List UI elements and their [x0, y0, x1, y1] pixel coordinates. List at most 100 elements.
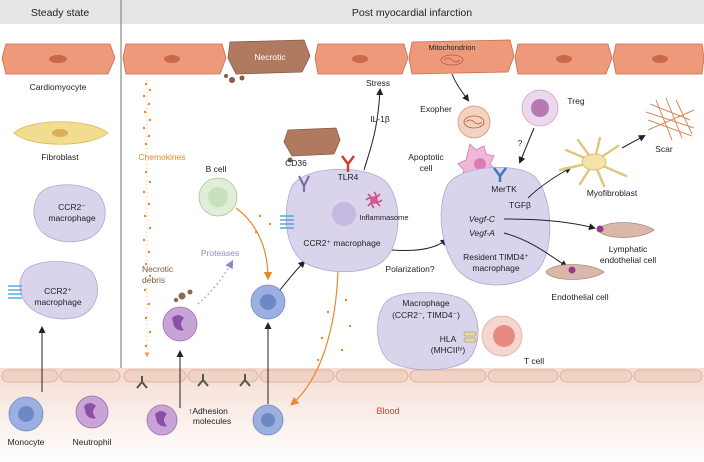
label-endothelial-cell: Endothelial cell — [551, 292, 608, 302]
header-post-mi: Post myocardial infarction — [352, 7, 472, 19]
label-ccr2pos-macrophage-center: CCR2⁺ macrophage — [303, 238, 381, 248]
steady-ccr2pos-macrophage — [8, 261, 98, 320]
label-macrophage-1: Macrophage — [402, 298, 450, 308]
resident-timd4-macrophage — [440, 166, 551, 286]
label-fibroblast: Fibroblast — [41, 152, 79, 162]
label-necrotic-debris-1: Necrotic — [142, 264, 174, 274]
steady-neutrophil — [75, 395, 109, 429]
label-vegfc: Vegf-C — [469, 214, 496, 224]
inflammasome-icon — [365, 191, 383, 209]
label-vegfa: Vegf-A — [469, 228, 495, 238]
label-resident-macrophage-2: macrophage — [472, 263, 520, 273]
mi-cardiomyocyte-5 — [514, 43, 613, 75]
mi-monocyte-tissue — [250, 284, 286, 320]
arrow-vegfc — [503, 218, 596, 231]
blood-region — [0, 368, 704, 462]
label-b-cell: B cell — [206, 164, 227, 174]
header-steady-state: Steady state — [31, 7, 90, 19]
arrow-monocyte-differentiation — [279, 260, 306, 291]
arrow-il1b-to-stress — [363, 88, 384, 171]
mi-cardiomyocyte-3 — [314, 43, 409, 75]
label-apoptotic-1: Apoptotic — [408, 152, 444, 162]
label-hla-1: HLA — [440, 334, 457, 344]
arrow-treg-to-macrophage — [518, 127, 535, 164]
adhesion-molecules — [136, 374, 251, 389]
label-il1b: IL-1β — [370, 114, 390, 124]
steady-monocyte — [8, 396, 44, 432]
label-adhesion-1: ↑Adhesion — [188, 406, 228, 416]
label-tgfb: TGFβ — [509, 200, 531, 210]
label-proteases: Proteases — [201, 248, 239, 258]
lymphatic-endothelial-cell — [596, 222, 655, 238]
arrow-myofibroblast-to-scar — [621, 135, 646, 149]
label-tlr4: TLR4 — [338, 172, 359, 182]
label-macrophage-2: (CCR2⁻, TIMD4⁻) — [392, 310, 460, 320]
arrow-proteases — [197, 259, 234, 305]
arrow-polarization — [391, 238, 448, 251]
steady-ccr2neg-macrophage — [33, 184, 106, 243]
arrow-mito-to-exopher — [451, 73, 470, 102]
label-neutrophil: Neutrophil — [73, 437, 112, 447]
arrow-tgfb-to-myofibroblast — [527, 167, 572, 199]
label-polarization: Polarization? — [385, 264, 434, 274]
label-blood: Blood — [376, 406, 399, 416]
arrow-macrophage-to-blood — [290, 269, 339, 406]
steady-fibroblast — [13, 121, 109, 145]
label-monocyte: Monocyte — [8, 437, 45, 447]
label-ccr2neg-macrophage-2: macrophage — [48, 213, 96, 223]
mi-neutrophil-tissue — [162, 306, 198, 342]
mi-neutrophil-blood — [146, 404, 178, 436]
label-necrotic-debris-2: debris — [142, 275, 165, 285]
label-t-cell: T cell — [524, 356, 544, 366]
cd36-receptor — [298, 175, 310, 192]
label-inflammasome: Inflammasome — [359, 213, 408, 222]
label-myofibroblast: Myofibroblast — [587, 188, 638, 198]
treg-cell — [521, 89, 559, 127]
label-ccr2pos-macrophage-1: CCR2⁺ — [44, 286, 72, 296]
macrophage-ccr2neg-timd4neg — [377, 292, 479, 371]
label-lymphatic-2: endothelial cell — [600, 255, 656, 265]
label-lymphatic-1: Lymphatic — [609, 244, 648, 254]
mi-cardiomyocyte-6 — [612, 43, 704, 75]
scar — [645, 97, 695, 141]
label-treg: Treg — [567, 96, 584, 106]
mi-cardiomyocyte-4 — [408, 39, 515, 75]
mi-necrotic-cardiomyocyte — [224, 39, 311, 83]
label-exopher: Exopher — [420, 104, 452, 114]
label-cd36: CD36 — [285, 158, 307, 168]
exopher — [457, 105, 491, 139]
myofibroblast — [558, 136, 628, 188]
mertk-receptor — [493, 167, 507, 182]
label-apoptotic-2: cell — [420, 163, 433, 173]
label-ccr2pos-macrophage-2: macrophage — [34, 297, 82, 307]
arrow-bcell-to-monocyte — [235, 207, 273, 281]
label-scar: Scar — [655, 144, 673, 154]
label-adhesion-2: molecules — [193, 416, 231, 426]
label-resident-macrophage-1: Resident TIMD4⁺ — [463, 252, 529, 262]
label-question: ? — [518, 138, 523, 148]
label-necrotic: Necrotic — [254, 52, 286, 62]
label-hla-2: (MHCIIʰⁱ) — [431, 345, 466, 355]
tlr4-receptor — [341, 155, 355, 172]
label-mertk: MerTK — [491, 184, 517, 194]
b-cell — [198, 177, 238, 217]
label-stress: Stress — [366, 78, 390, 88]
label-chemokines: Chemokines — [138, 152, 185, 162]
arrow-vegfa — [503, 232, 568, 268]
mi-cardiomyocyte-1 — [122, 43, 227, 75]
mi-monocyte-blood — [252, 404, 284, 436]
header-bar — [0, 0, 704, 24]
t-cell — [481, 315, 523, 357]
necrotic-cell-small — [283, 127, 341, 163]
necrotic-debris — [173, 289, 193, 303]
endothelial-cell — [545, 264, 605, 280]
endothelial-layer — [1, 369, 703, 383]
chemokine-dots — [142, 82, 152, 348]
macrophage-chemokine-dots — [254, 214, 352, 362]
label-ccr2neg-macrophage-1: CCR2⁻ — [58, 202, 86, 212]
hla-receptor — [463, 331, 477, 343]
steady-cardiomyocyte — [1, 43, 116, 75]
label-cardiomyocyte: Cardiomyocyte — [30, 82, 87, 92]
